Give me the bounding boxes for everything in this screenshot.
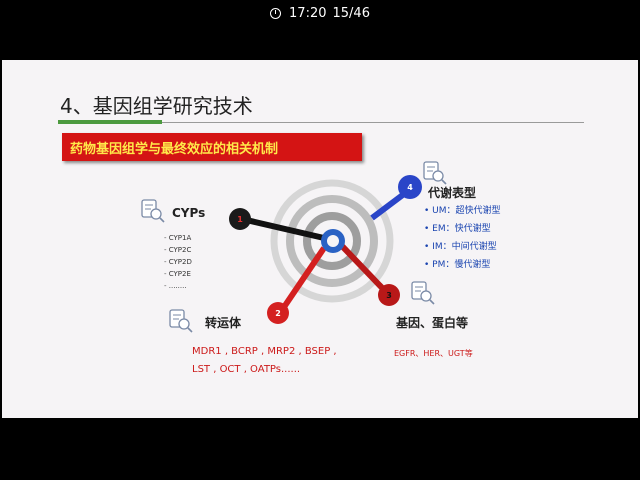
title-underline-accent xyxy=(58,120,162,124)
metabolic-phenotype-label: 代谢表型 xyxy=(428,186,477,200)
node-3: 3 xyxy=(378,284,400,306)
list-item: UM：超快代谢型 xyxy=(424,202,500,220)
gene-protein-label: 基因、蛋白等 xyxy=(396,316,469,330)
gene-protein-text: EGFR、HER、UGT等 xyxy=(394,349,473,358)
connector-1 xyxy=(241,216,325,241)
list-item: IM：中间代谢型 xyxy=(424,238,501,256)
node-4-number: 4 xyxy=(407,183,413,192)
clock-icon xyxy=(270,7,282,19)
transporter-line-2: LST , OCT , OATPs...... xyxy=(192,364,301,375)
metabolic-phenotype-list: UM：超快代谢型 EM：快代谢型 IM：中间代谢型 PM：慢代谢型 xyxy=(424,202,501,274)
list-item: PM：慢代谢型 xyxy=(424,256,501,274)
subtitle-banner: 药物基因组学与最终效应的相关机制 xyxy=(62,133,362,161)
connector-2 xyxy=(279,246,327,312)
transporter-label: 转运体 xyxy=(205,316,242,330)
mechanism-diagram: 1 2 3 4 xyxy=(141,161,447,333)
node-1: 1 xyxy=(229,208,251,230)
target-ring-inner xyxy=(303,212,361,270)
list-item: CYP2E xyxy=(164,268,192,280)
list-item: EM：快代谢型 xyxy=(424,220,501,238)
list-item: CYP2C xyxy=(164,244,192,256)
target-ring-outer xyxy=(270,179,394,303)
target-ring-middle xyxy=(286,195,378,287)
title-underline xyxy=(162,122,584,123)
node-1-number: 1 xyxy=(237,215,243,224)
document-search-icon xyxy=(169,309,193,333)
node-2-circle xyxy=(267,302,289,324)
node-4: 4 xyxy=(398,175,422,199)
status-bar: 17:20 15/46 xyxy=(0,0,640,26)
list-item: CYP1A xyxy=(164,232,192,244)
connector-3 xyxy=(339,243,389,295)
cyps-list: CYP1A CYP2C CYP2D CYP2E ........ xyxy=(164,232,192,292)
document-search-icon xyxy=(423,161,447,185)
slide-title: 4、基因组学研究技术 xyxy=(60,94,253,118)
node-2: 2 xyxy=(267,302,289,324)
center-hub-hole xyxy=(327,235,339,247)
node-1-circle xyxy=(229,208,251,230)
subtitle-text: 药物基因组学与最终效应的相关机制 xyxy=(70,141,279,157)
transporter-text: MDR1 , BCRP , MRP2 , BSEP , LST , OCT , … xyxy=(192,343,337,379)
node-4-circle xyxy=(398,175,422,199)
node-3-number: 3 xyxy=(386,291,392,300)
list-item: ........ xyxy=(164,280,192,292)
slide: 4、基因组学研究技术 药物基因组学与最终效应的相关机制 1 2 3 xyxy=(2,60,638,418)
list-item: CYP2D xyxy=(164,256,192,268)
status-page-counter: 15/46 xyxy=(332,5,370,21)
transporter-line-1: MDR1 , BCRP , MRP2 , BSEP , xyxy=(192,346,337,357)
document-search-icon xyxy=(411,281,435,305)
status-time: 17:20 xyxy=(289,5,327,21)
node-3-circle xyxy=(378,284,400,306)
node-2-number: 2 xyxy=(275,309,281,318)
connector-4 xyxy=(370,191,406,221)
cyps-label: CYPs xyxy=(172,206,206,220)
document-search-icon xyxy=(141,199,165,223)
